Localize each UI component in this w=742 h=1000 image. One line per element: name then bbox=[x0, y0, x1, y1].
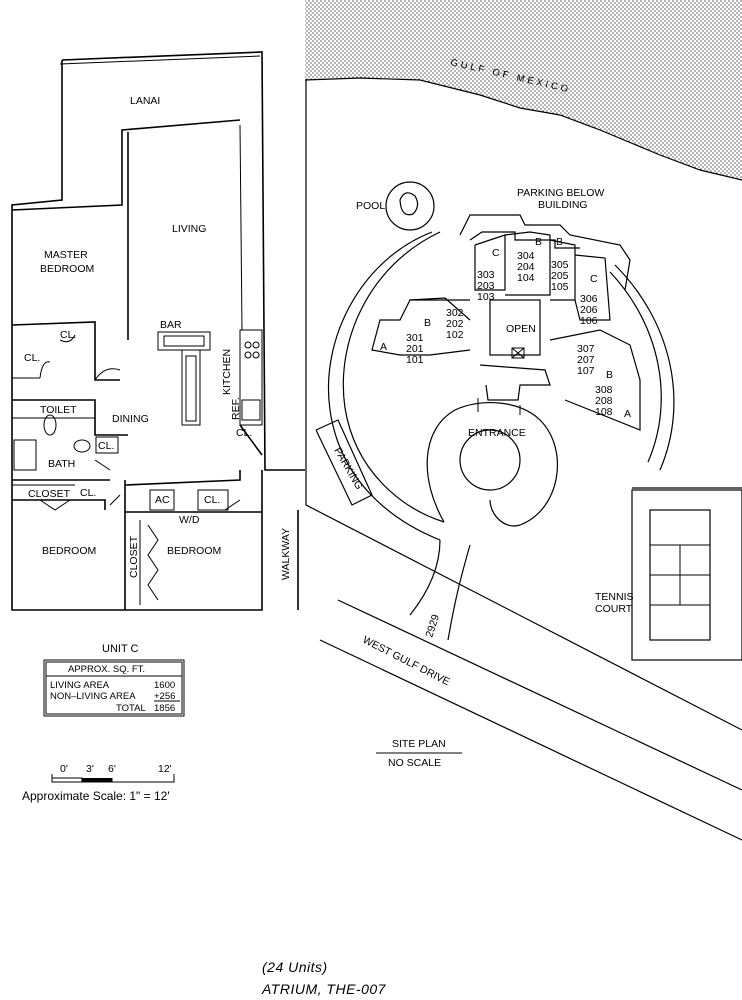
room-label-wd: W/D bbox=[179, 514, 200, 526]
unit-302: 302 bbox=[446, 307, 464, 319]
room-label-cl-1: CL. bbox=[60, 329, 76, 341]
room-label-bath: BATH bbox=[48, 458, 75, 470]
room-label-toilet: TOILET bbox=[40, 404, 77, 416]
unit-205: 205 bbox=[551, 270, 569, 282]
room-label-bar: BAR bbox=[160, 319, 182, 331]
area-row-label-living: LIVING AREA bbox=[50, 680, 110, 691]
room-label-cl-4: CL. bbox=[80, 487, 96, 499]
unit-304: 304 bbox=[517, 250, 535, 262]
unit-c-top: C bbox=[492, 247, 500, 259]
room-label-lanai: LANAI bbox=[130, 95, 160, 107]
area-table-header: APPROX. SQ. FT. bbox=[68, 664, 145, 675]
unit-303: 303 bbox=[477, 269, 495, 281]
unit-title: UNIT C bbox=[102, 643, 139, 655]
area-row-value-total: 1856 bbox=[154, 703, 175, 714]
room-label-ac: AC bbox=[155, 494, 170, 506]
address-label: 2929 bbox=[423, 613, 442, 639]
unit-308: 308 bbox=[595, 384, 613, 396]
room-label-bedroom-right: BEDROOM bbox=[167, 545, 221, 557]
room-label-closet-left: CLOSET bbox=[28, 488, 71, 500]
unit-104: 104 bbox=[517, 272, 535, 284]
unit-208: 208 bbox=[595, 395, 613, 407]
unit-204: 204 bbox=[517, 261, 535, 273]
room-label-cl-6: CL. bbox=[236, 427, 252, 439]
scale-note: Approximate Scale: 1" = 12' bbox=[22, 789, 170, 803]
tennis-label-2: COURT bbox=[595, 603, 633, 615]
room-label-cl-5: CL. bbox=[204, 494, 220, 506]
scale-tick-0: 0' bbox=[60, 763, 68, 775]
room-label-master-2: BEDROOM bbox=[40, 263, 94, 275]
area-row-label-nonliving: NON–LIVING AREA bbox=[50, 691, 136, 702]
room-label-walkway: WALKWAY bbox=[280, 528, 292, 580]
unit-107: 107 bbox=[577, 365, 595, 377]
unit-108: 108 bbox=[595, 406, 613, 418]
parking-below-label-2: BUILDING bbox=[538, 199, 588, 211]
parking-below-label-1: PARKING BELOW bbox=[517, 187, 604, 199]
unit-305: 305 bbox=[551, 259, 569, 271]
unit-floor-plan bbox=[11, 51, 305, 611]
unit-101: 101 bbox=[406, 354, 424, 366]
street-label: WEST GULF DRIVE bbox=[361, 634, 452, 688]
unit-c-right: C bbox=[590, 273, 598, 285]
units-note: (24 Units) bbox=[262, 959, 328, 975]
unit-202: 202 bbox=[446, 318, 464, 330]
entrance-label: ENTRANCE bbox=[468, 427, 526, 439]
room-label-dining: DINING bbox=[112, 413, 149, 425]
property-name: ATRIUM, THE-007 bbox=[261, 981, 387, 997]
area-table bbox=[43, 659, 185, 717]
open-label: OPEN bbox=[506, 323, 536, 335]
unit-307: 307 bbox=[577, 343, 595, 355]
unit-a-right: A bbox=[624, 408, 631, 420]
site-plan-subtitle: NO SCALE bbox=[388, 757, 441, 769]
area-row-label-total: TOTAL bbox=[116, 703, 146, 714]
unit-206: 206 bbox=[580, 304, 598, 316]
room-label-cl-2: CL. bbox=[24, 352, 40, 364]
tennis-label-1: TENNIS bbox=[595, 591, 634, 603]
unit-b-right: B bbox=[606, 369, 613, 381]
room-label-master-1: MASTER bbox=[44, 249, 88, 261]
scale-tick-3: 3' bbox=[86, 763, 94, 775]
unit-301: 301 bbox=[406, 332, 424, 344]
unit-a-left: A bbox=[380, 341, 387, 353]
unit-b-left-top: B bbox=[535, 236, 542, 248]
unit-203: 203 bbox=[477, 280, 495, 292]
unit-103: 103 bbox=[477, 291, 495, 303]
area-row-value-nonliving: +256 bbox=[154, 691, 175, 702]
unit-106: 106 bbox=[580, 315, 598, 327]
unit-306: 306 bbox=[580, 293, 598, 305]
unit-201: 201 bbox=[406, 343, 424, 355]
room-label-living: LIVING bbox=[172, 223, 206, 235]
scale-tick-12: 12' bbox=[158, 763, 172, 775]
gulf-water bbox=[305, 0, 742, 180]
room-label-ref: REF. bbox=[230, 397, 242, 420]
pool-label: POOL bbox=[356, 200, 385, 212]
room-label-closet-vertical: CLOSET bbox=[128, 535, 140, 578]
scale-tick-6: 6' bbox=[108, 763, 116, 775]
unit-102: 102 bbox=[446, 329, 464, 341]
room-label-cl-3: CL. bbox=[98, 440, 114, 452]
area-row-value-living: 1600 bbox=[154, 680, 175, 691]
unit-105: 105 bbox=[551, 281, 569, 293]
room-label-kitchen: KITCHEN bbox=[221, 349, 233, 395]
site-plan bbox=[304, 0, 742, 841]
room-label-bedroom-left: BEDROOM bbox=[42, 545, 96, 557]
unit-b-right-top: B bbox=[556, 236, 563, 248]
unit-b-left: B bbox=[424, 317, 431, 329]
unit-207: 207 bbox=[577, 354, 595, 366]
site-plan-title: SITE PLAN bbox=[392, 738, 446, 750]
scale-bar bbox=[51, 774, 175, 783]
